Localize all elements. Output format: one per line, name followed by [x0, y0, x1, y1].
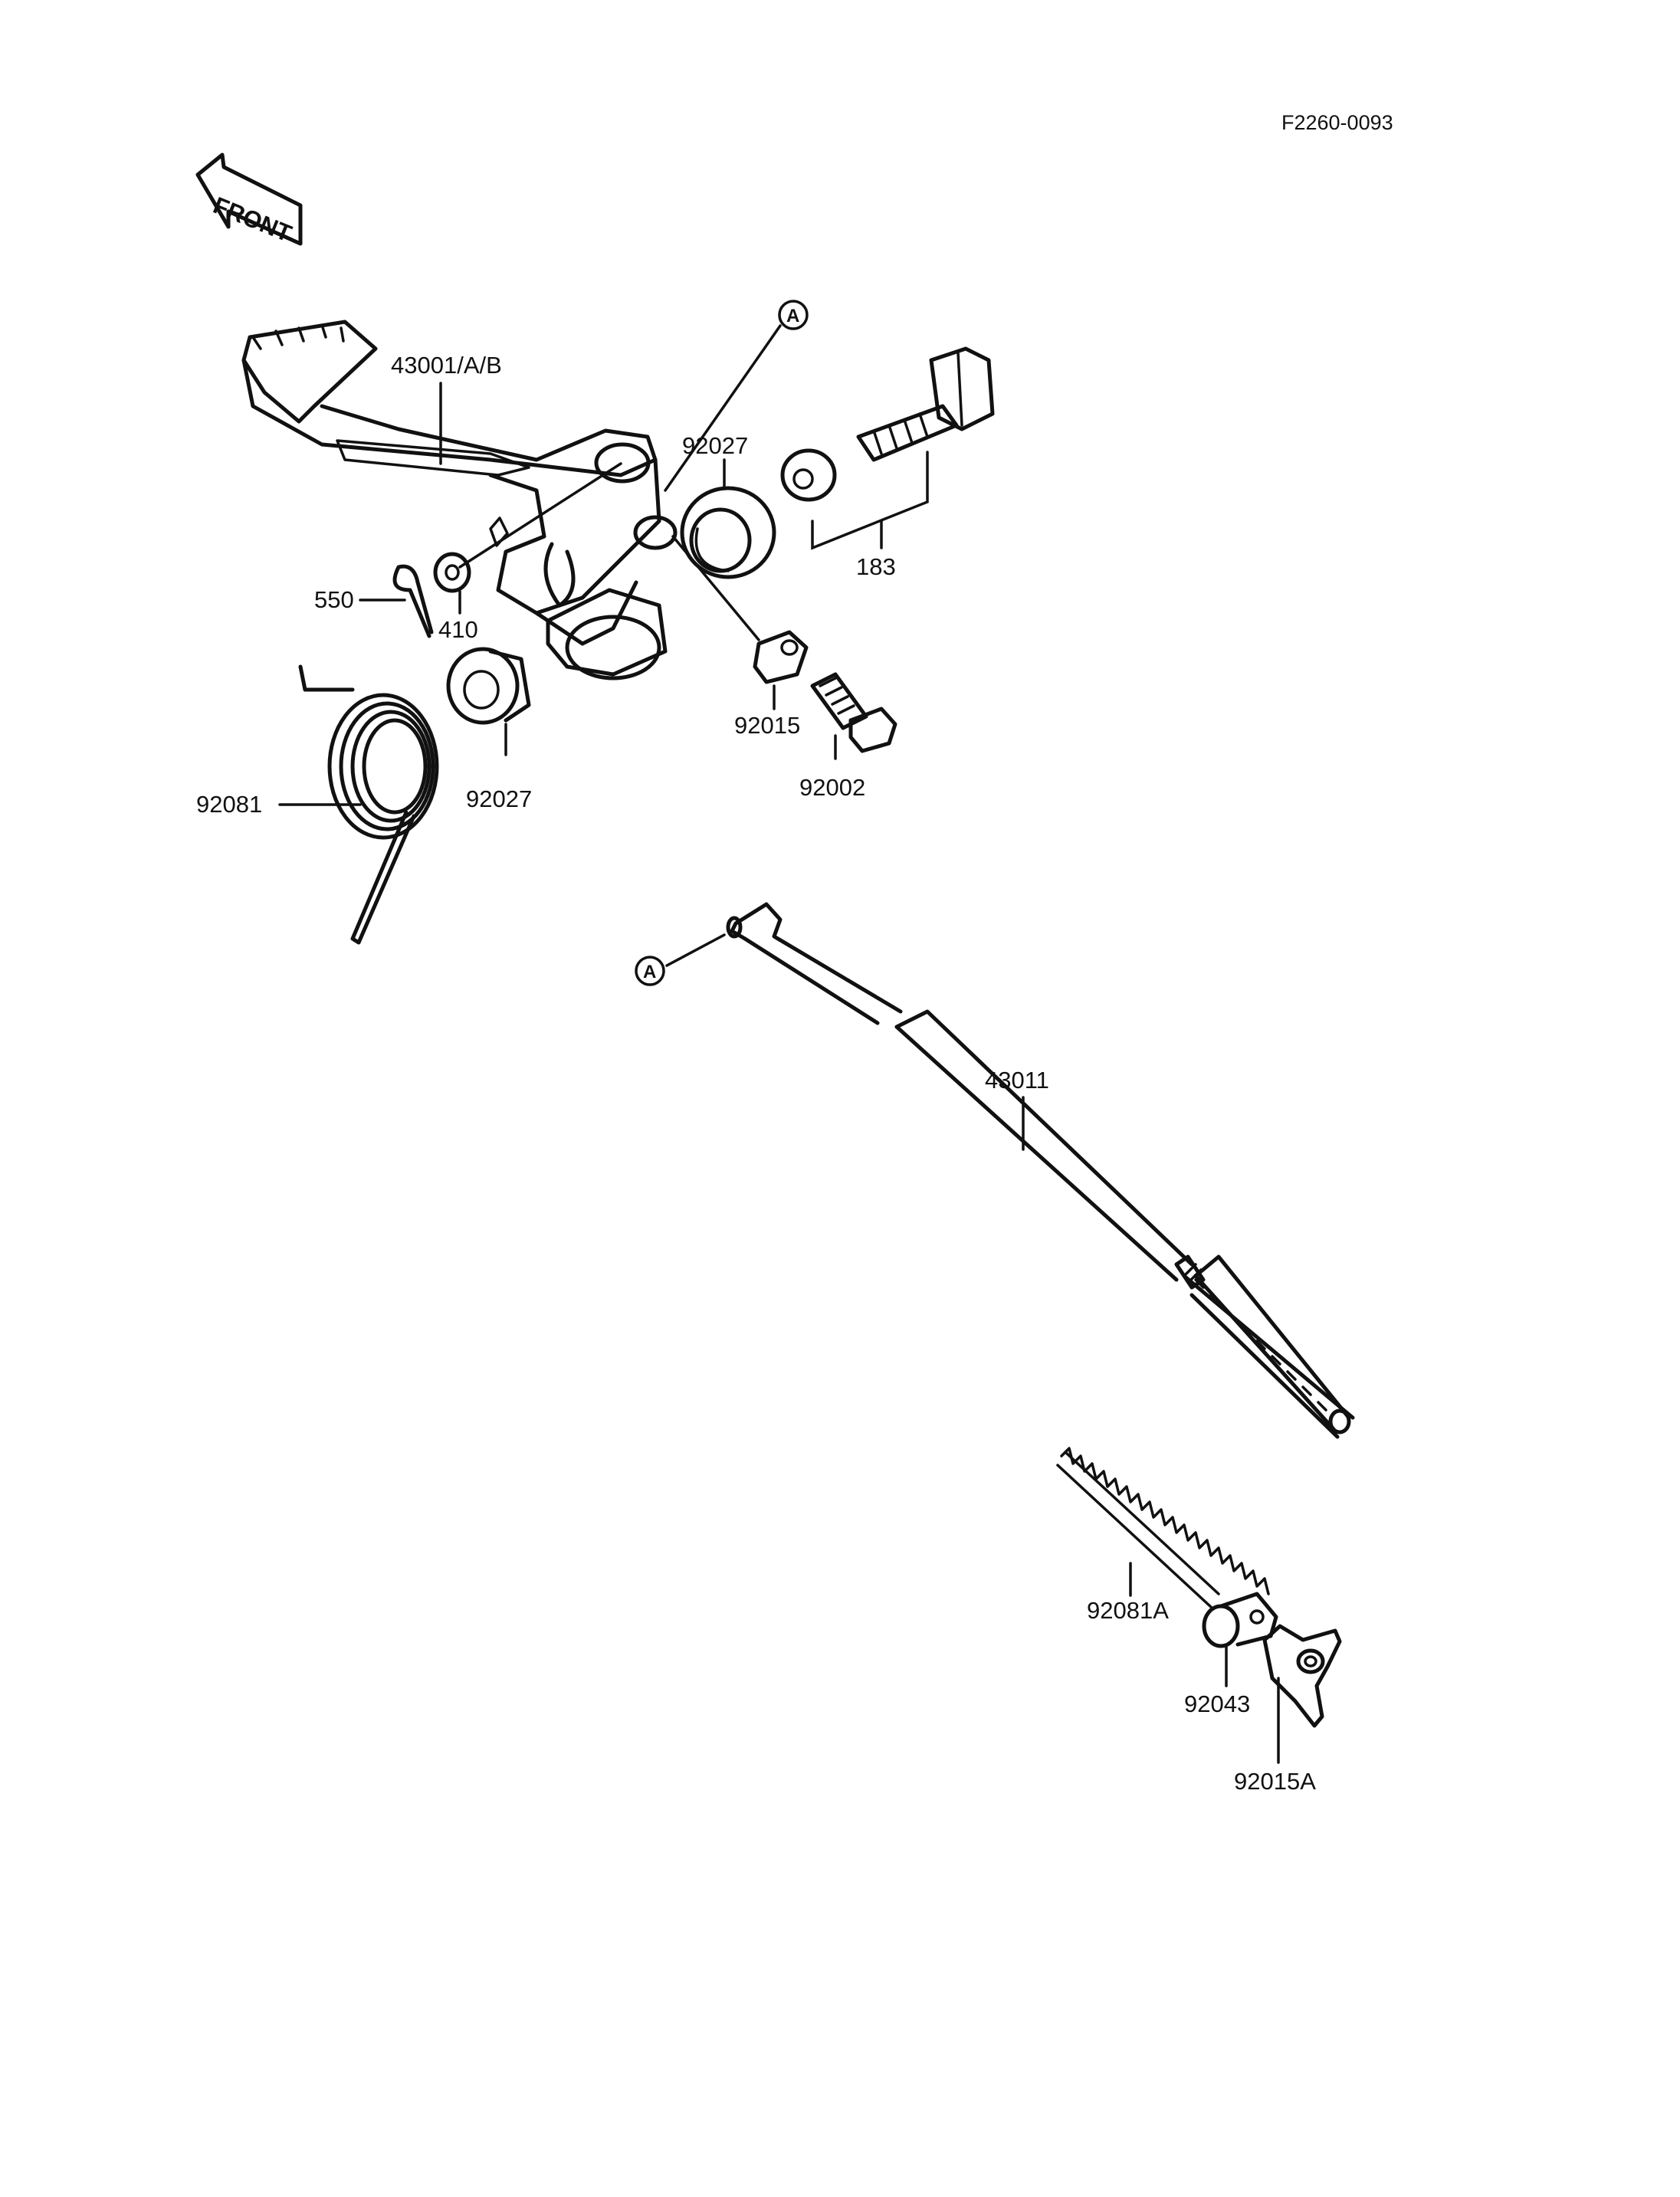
- svg-text:A: A: [786, 306, 799, 326]
- ref-marker-lower: A: [635, 956, 665, 986]
- svg-text:A: A: [643, 962, 656, 982]
- hex-bolt-part: [856, 346, 995, 462]
- wing-nut-part: [1262, 1624, 1342, 1728]
- leader-bolt-set: [811, 451, 929, 550]
- label-small-bolt: 92002: [799, 774, 865, 801]
- label-brake-pedal: 43001/A/B: [391, 352, 502, 379]
- diagram-code: F2260-0093: [1281, 111, 1393, 134]
- label-bushing-upper: 92027: [682, 432, 748, 459]
- label-collar: 92015: [734, 712, 800, 739]
- washer-part: [433, 552, 471, 593]
- front-arrow-icon: FRONT: [195, 152, 303, 248]
- label-bushing-lower: 92027: [466, 785, 532, 812]
- label-bolt-set: 183: [856, 553, 896, 580]
- collar-axis-line: [671, 535, 760, 641]
- label-washer: 410: [438, 616, 478, 643]
- label-torsion-spring: 92081: [196, 791, 262, 818]
- ref-marker-upper: A: [778, 300, 809, 330]
- collar-part: [753, 630, 809, 684]
- small-bolt-part: [810, 672, 897, 753]
- leader-ref-a-lower: [665, 933, 726, 967]
- label-cotter-pin: 550: [314, 586, 354, 613]
- bushing-lower-part: [446, 647, 531, 725]
- label-brake-rod: 43011: [985, 1067, 1049, 1094]
- label-coil-spring: 92081A: [1087, 1597, 1169, 1624]
- bushing-upper-part: [680, 486, 776, 579]
- label-pin-joint: 92043: [1184, 1690, 1250, 1717]
- pivot-axis-line: [458, 462, 622, 569]
- leader-ref-a-upper: [664, 324, 782, 492]
- coil-spring-part: [1056, 1447, 1270, 1608]
- torsion-spring-part: [298, 664, 439, 945]
- front-label: FRONT: [209, 192, 295, 247]
- brake-pedal-part: [241, 320, 678, 680]
- brake-rod-part: [726, 902, 1355, 1439]
- cotter-pin-part: [392, 564, 434, 638]
- bolt-washer-part: [780, 448, 837, 502]
- pin-joint-part: [1202, 1592, 1278, 1648]
- label-wing-nut: 92015A: [1234, 1768, 1316, 1795]
